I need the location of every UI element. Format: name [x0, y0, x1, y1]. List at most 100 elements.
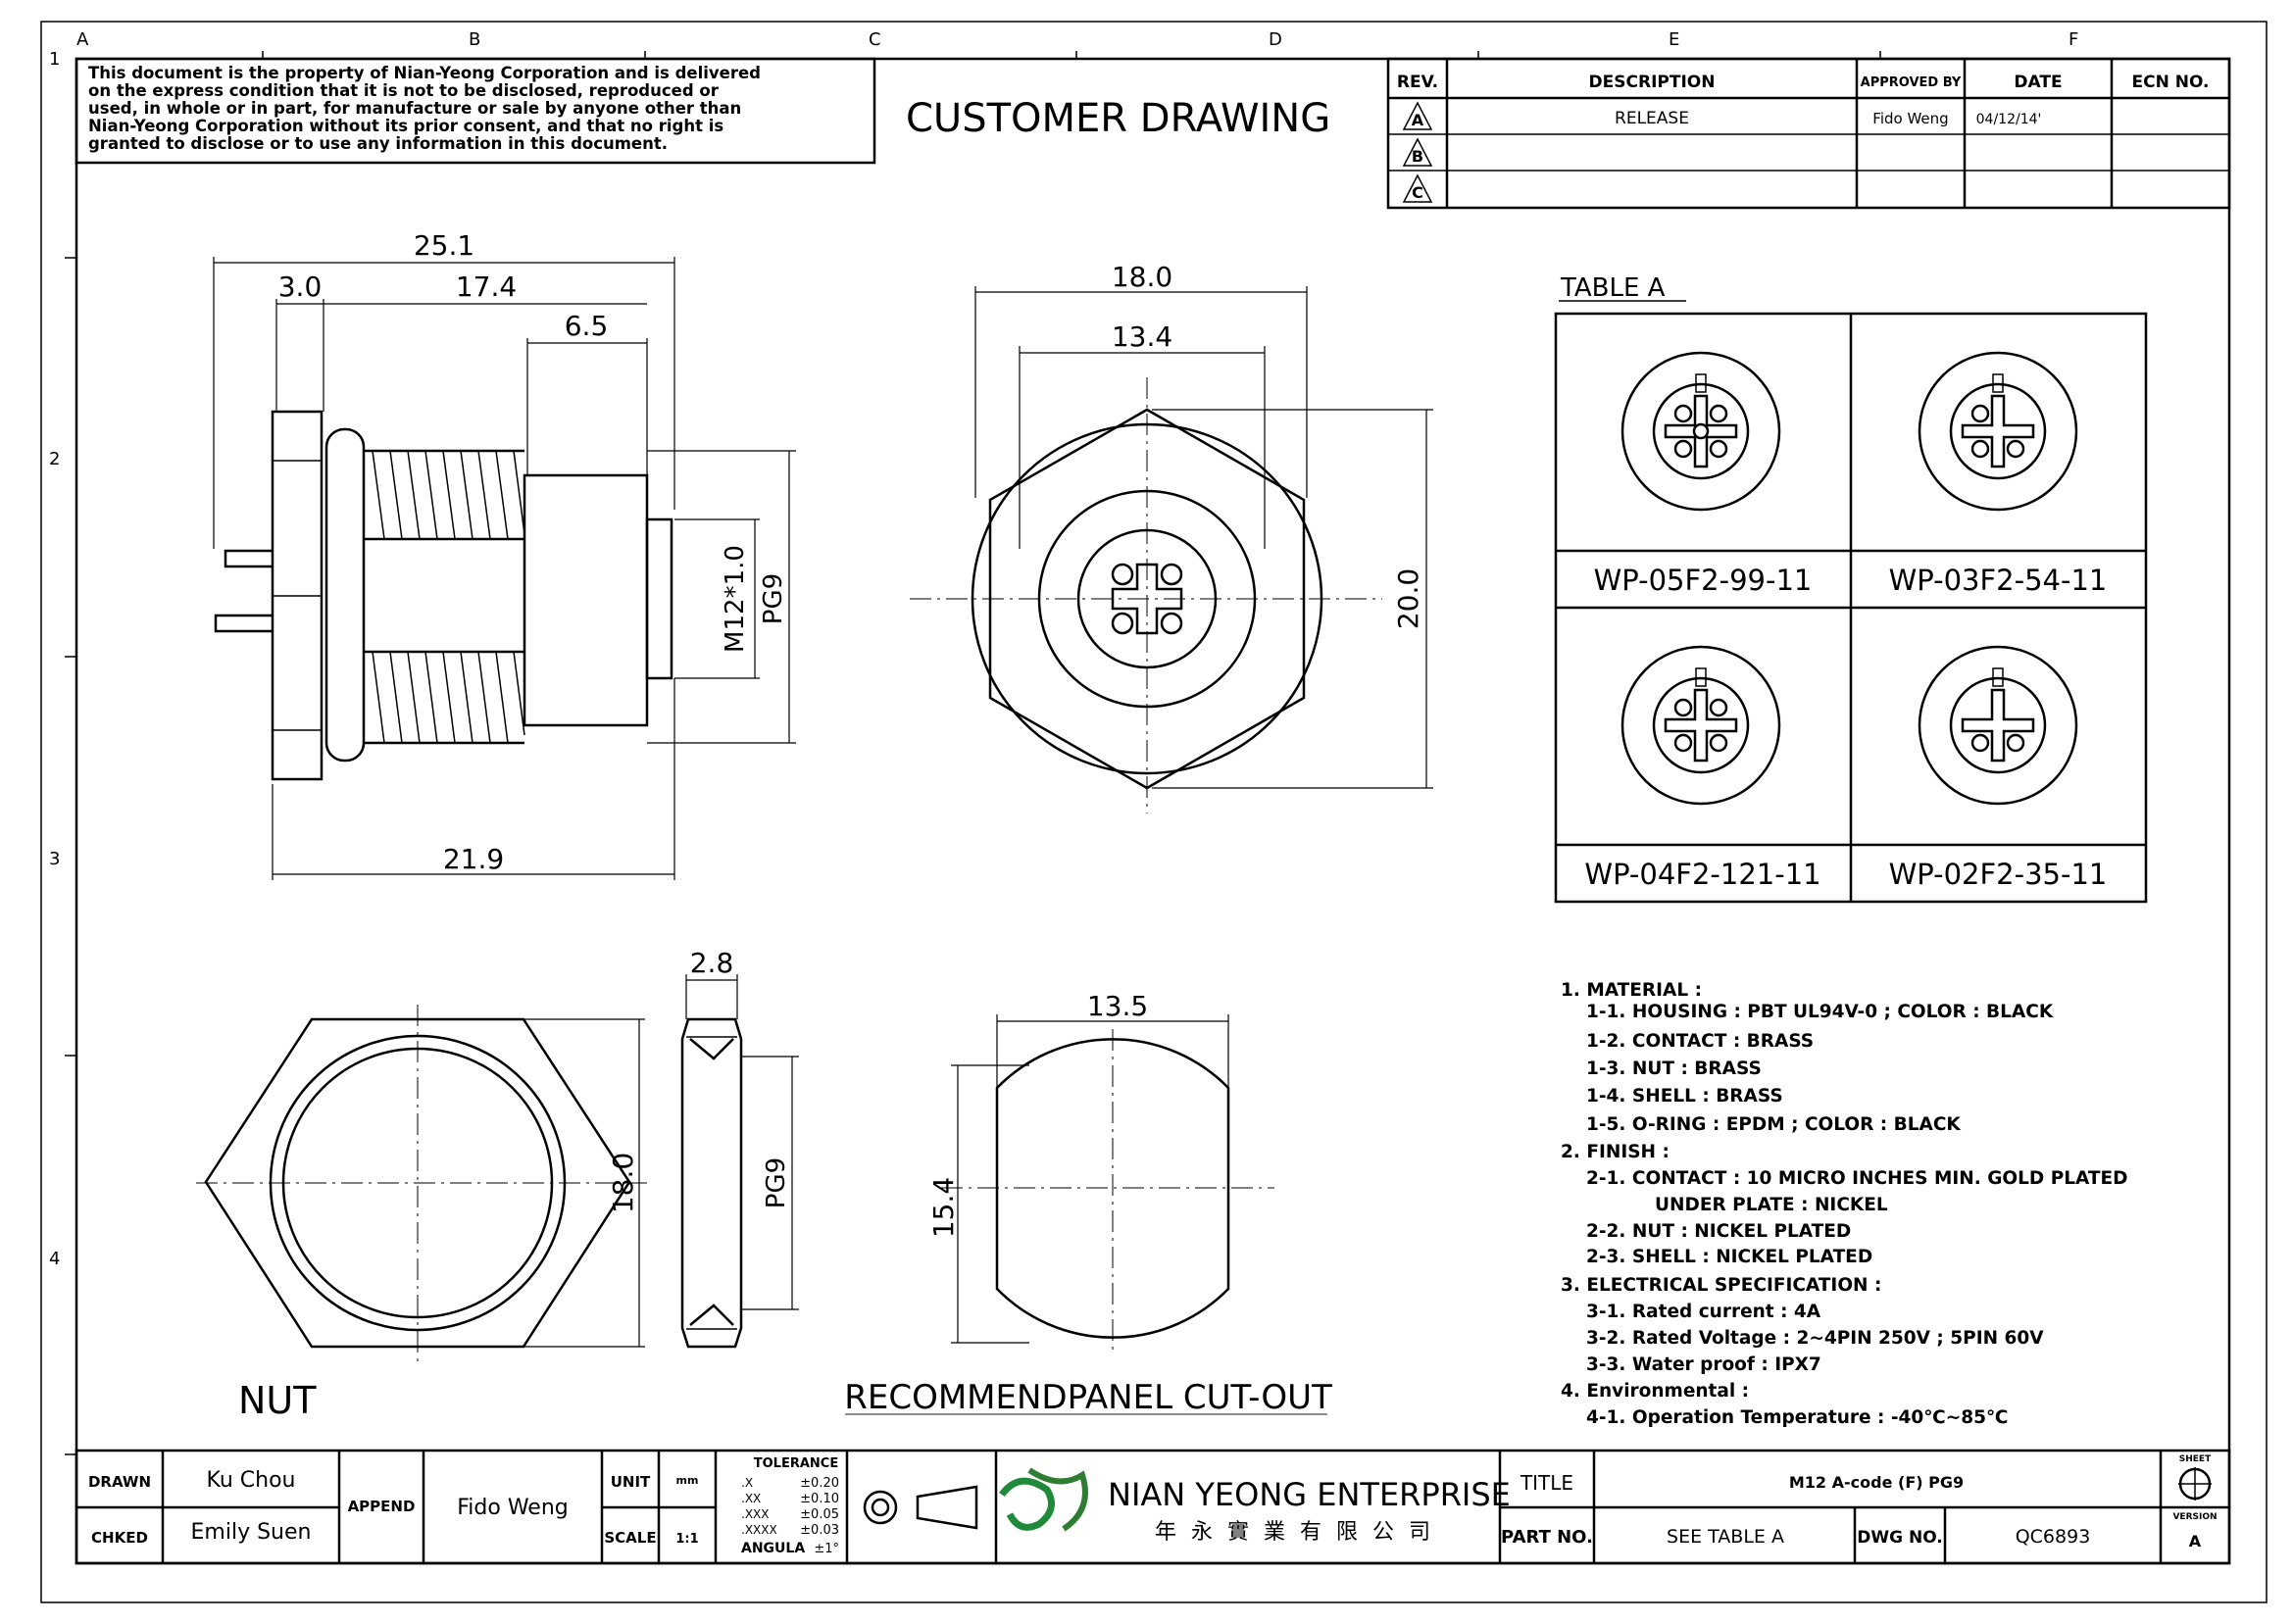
- projection-symbol-icon: [863, 1485, 978, 1530]
- dim-nut-thickness: 2.8: [690, 947, 734, 979]
- rev-description: RELEASE: [1615, 109, 1689, 128]
- description-header: DESCRIPTION: [1589, 73, 1716, 92]
- grid-col-label: D: [1269, 29, 1282, 50]
- pin-layout-5pin: [1620, 351, 1781, 512]
- pin-layout-4pin: [1620, 645, 1781, 806]
- notice-box: [75, 57, 876, 165]
- drawn-by: Ku Chou: [207, 1468, 296, 1493]
- unit-value: mm: [676, 1474, 699, 1487]
- thread-label: M12*1.0: [721, 545, 750, 653]
- notice-line: This document is the property of Nian-Ye…: [88, 64, 761, 82]
- part-number: WP-05F2-99-11: [1594, 564, 1813, 597]
- nut-pg-label: PG9: [762, 1157, 791, 1208]
- date-header: DATE: [2014, 73, 2062, 92]
- sheet-label: SHEET: [2179, 1454, 2212, 1464]
- rev-approved-by: Fido Weng: [1872, 110, 1948, 127]
- grid-row-label: 3: [49, 849, 60, 869]
- dim-flange: 3.0: [278, 271, 323, 303]
- company-name-en: NIAN YEONG ENTERPRISE: [1108, 1476, 1511, 1513]
- unit-label: UNIT: [611, 1473, 651, 1491]
- spec-line: UNDER PLATE : NICKEL: [1655, 1195, 1888, 1215]
- spec-line: 4-1. Operation Temperature : -40℃~85℃: [1586, 1407, 2008, 1428]
- dim-front-inner: 13.4: [1112, 320, 1172, 353]
- tolerance-title: TOLERANCE: [754, 1456, 838, 1471]
- title-block-grid: [75, 1449, 2231, 1565]
- scale-value: 1:1: [675, 1532, 698, 1547]
- spec-line: 1. MATERIAL :: [1561, 980, 1702, 1001]
- grid-ticks: [65, 51, 1881, 1455]
- spec-line: 1-1. HOUSING : PBT UL94V-0 ; COLOR : BLA…: [1586, 1002, 2054, 1022]
- notice-line: on the express condition that it is not …: [88, 81, 720, 100]
- dim-body: 17.4: [456, 271, 517, 303]
- table-a-grid: [1554, 312, 2148, 904]
- part-number: WP-04F2-121-11: [1584, 858, 1820, 891]
- part-number: WP-02F2-35-11: [1889, 858, 2108, 891]
- dim-front-width: 18.0: [1112, 261, 1172, 293]
- pin-layout-3pin: [1918, 351, 2078, 512]
- dim-nut-height: 18.0: [607, 1153, 639, 1213]
- dim-front-height: 20.0: [1392, 568, 1424, 629]
- sheet-symbol-icon: [2178, 1467, 2212, 1501]
- tolerance-key: .XXX: [741, 1507, 769, 1521]
- spec-line: 1-2. CONTACT : BRASS: [1586, 1031, 1814, 1052]
- side-view-drawing: [214, 410, 673, 781]
- rev-header: REV.: [1397, 73, 1438, 92]
- grid-col-label: E: [1669, 29, 1679, 50]
- nut-label: NUT: [238, 1379, 317, 1422]
- nut-view-drawing: [196, 1005, 743, 1364]
- tolerance-value: ±0.03: [800, 1523, 839, 1538]
- part-number: WP-03F2-54-11: [1889, 564, 2108, 597]
- dim-front: 6.5: [565, 310, 609, 342]
- spec-line: 1-4. SHELL : BRASS: [1586, 1086, 1783, 1107]
- spec-line: 3. ELECTRICAL SPECIFICATION :: [1561, 1275, 1881, 1296]
- notice-line: granted to disclose or to use any inform…: [88, 134, 668, 153]
- notice-line: Nian-Yeong Corporation without its prior…: [88, 117, 723, 135]
- part-no-value: SEE TABLE A: [1667, 1526, 1784, 1548]
- spec-line: 1-3. NUT : BRASS: [1586, 1058, 1762, 1079]
- grid-col-label: F: [2069, 29, 2078, 50]
- dwg-no-label: DWG NO.: [1857, 1528, 1943, 1548]
- grid-row-label: 4: [49, 1249, 60, 1269]
- tolerance-key: .X: [741, 1476, 753, 1490]
- append-by: Fido Weng: [457, 1496, 569, 1520]
- revision-table: [1386, 57, 2231, 210]
- front-view-dimensions: [974, 286, 1433, 789]
- grid-col-label: A: [76, 29, 89, 50]
- drawn-label: DRAWN: [88, 1473, 151, 1491]
- notice-line: used, in whole or in part, for manufactu…: [88, 99, 741, 118]
- spec-line: 2-3. SHELL : NICKEL PLATED: [1586, 1247, 1872, 1267]
- tolerance-key: .XX: [741, 1492, 761, 1505]
- rev-date: 04/12/14': [1976, 112, 2042, 127]
- part-no-label: PART NO.: [1501, 1527, 1593, 1548]
- ecn-header: ECN NO.: [2132, 73, 2210, 92]
- tolerance-value: ±0.10: [800, 1492, 839, 1506]
- company-name-cn: 年 永 實 業 有 限 公 司: [1155, 1520, 1434, 1545]
- version-label: VERSION: [2172, 1512, 2217, 1522]
- approved-header: APPROVED BY: [1861, 75, 1962, 90]
- title-value: M12 A-code (F) PG9: [1789, 1473, 1964, 1492]
- rev-letter: A: [1412, 111, 1424, 129]
- spec-line: 3-1. Rated current : 4A: [1586, 1302, 1821, 1322]
- tolerance-value: ±0.05: [800, 1507, 839, 1522]
- grid-row-label: 2: [49, 449, 60, 469]
- nut-view-dimensions: [523, 974, 799, 1348]
- cutout-view-drawing: [941, 1029, 1274, 1353]
- outer-border: [40, 21, 2268, 1603]
- spec-line: 1-5. O-RING : EPDM ; COLOR : BLACK: [1586, 1114, 1961, 1135]
- cutout-view-dimensions: [951, 1014, 1229, 1344]
- checked-label: CHKED: [91, 1529, 148, 1547]
- front-view-drawing: [910, 377, 1382, 813]
- grid-col-label: C: [869, 29, 881, 50]
- company-logo-icon: [999, 1467, 1088, 1532]
- title-label: TITLE: [1520, 1471, 1573, 1495]
- grid-col-label: B: [469, 29, 480, 50]
- drawing-heading: CUSTOMER DRAWING: [906, 96, 1330, 141]
- pg-label: PG9: [759, 573, 788, 624]
- grid-row-label: 1: [49, 49, 60, 70]
- dim-overall-length: 25.1: [414, 229, 474, 262]
- checked-by: Emily Suen: [191, 1520, 312, 1545]
- spec-line: 2-1. CONTACT : 10 MICRO INCHES MIN. GOLD…: [1586, 1168, 2128, 1189]
- spec-line: 3-3. Water proof : IPX7: [1586, 1354, 1821, 1375]
